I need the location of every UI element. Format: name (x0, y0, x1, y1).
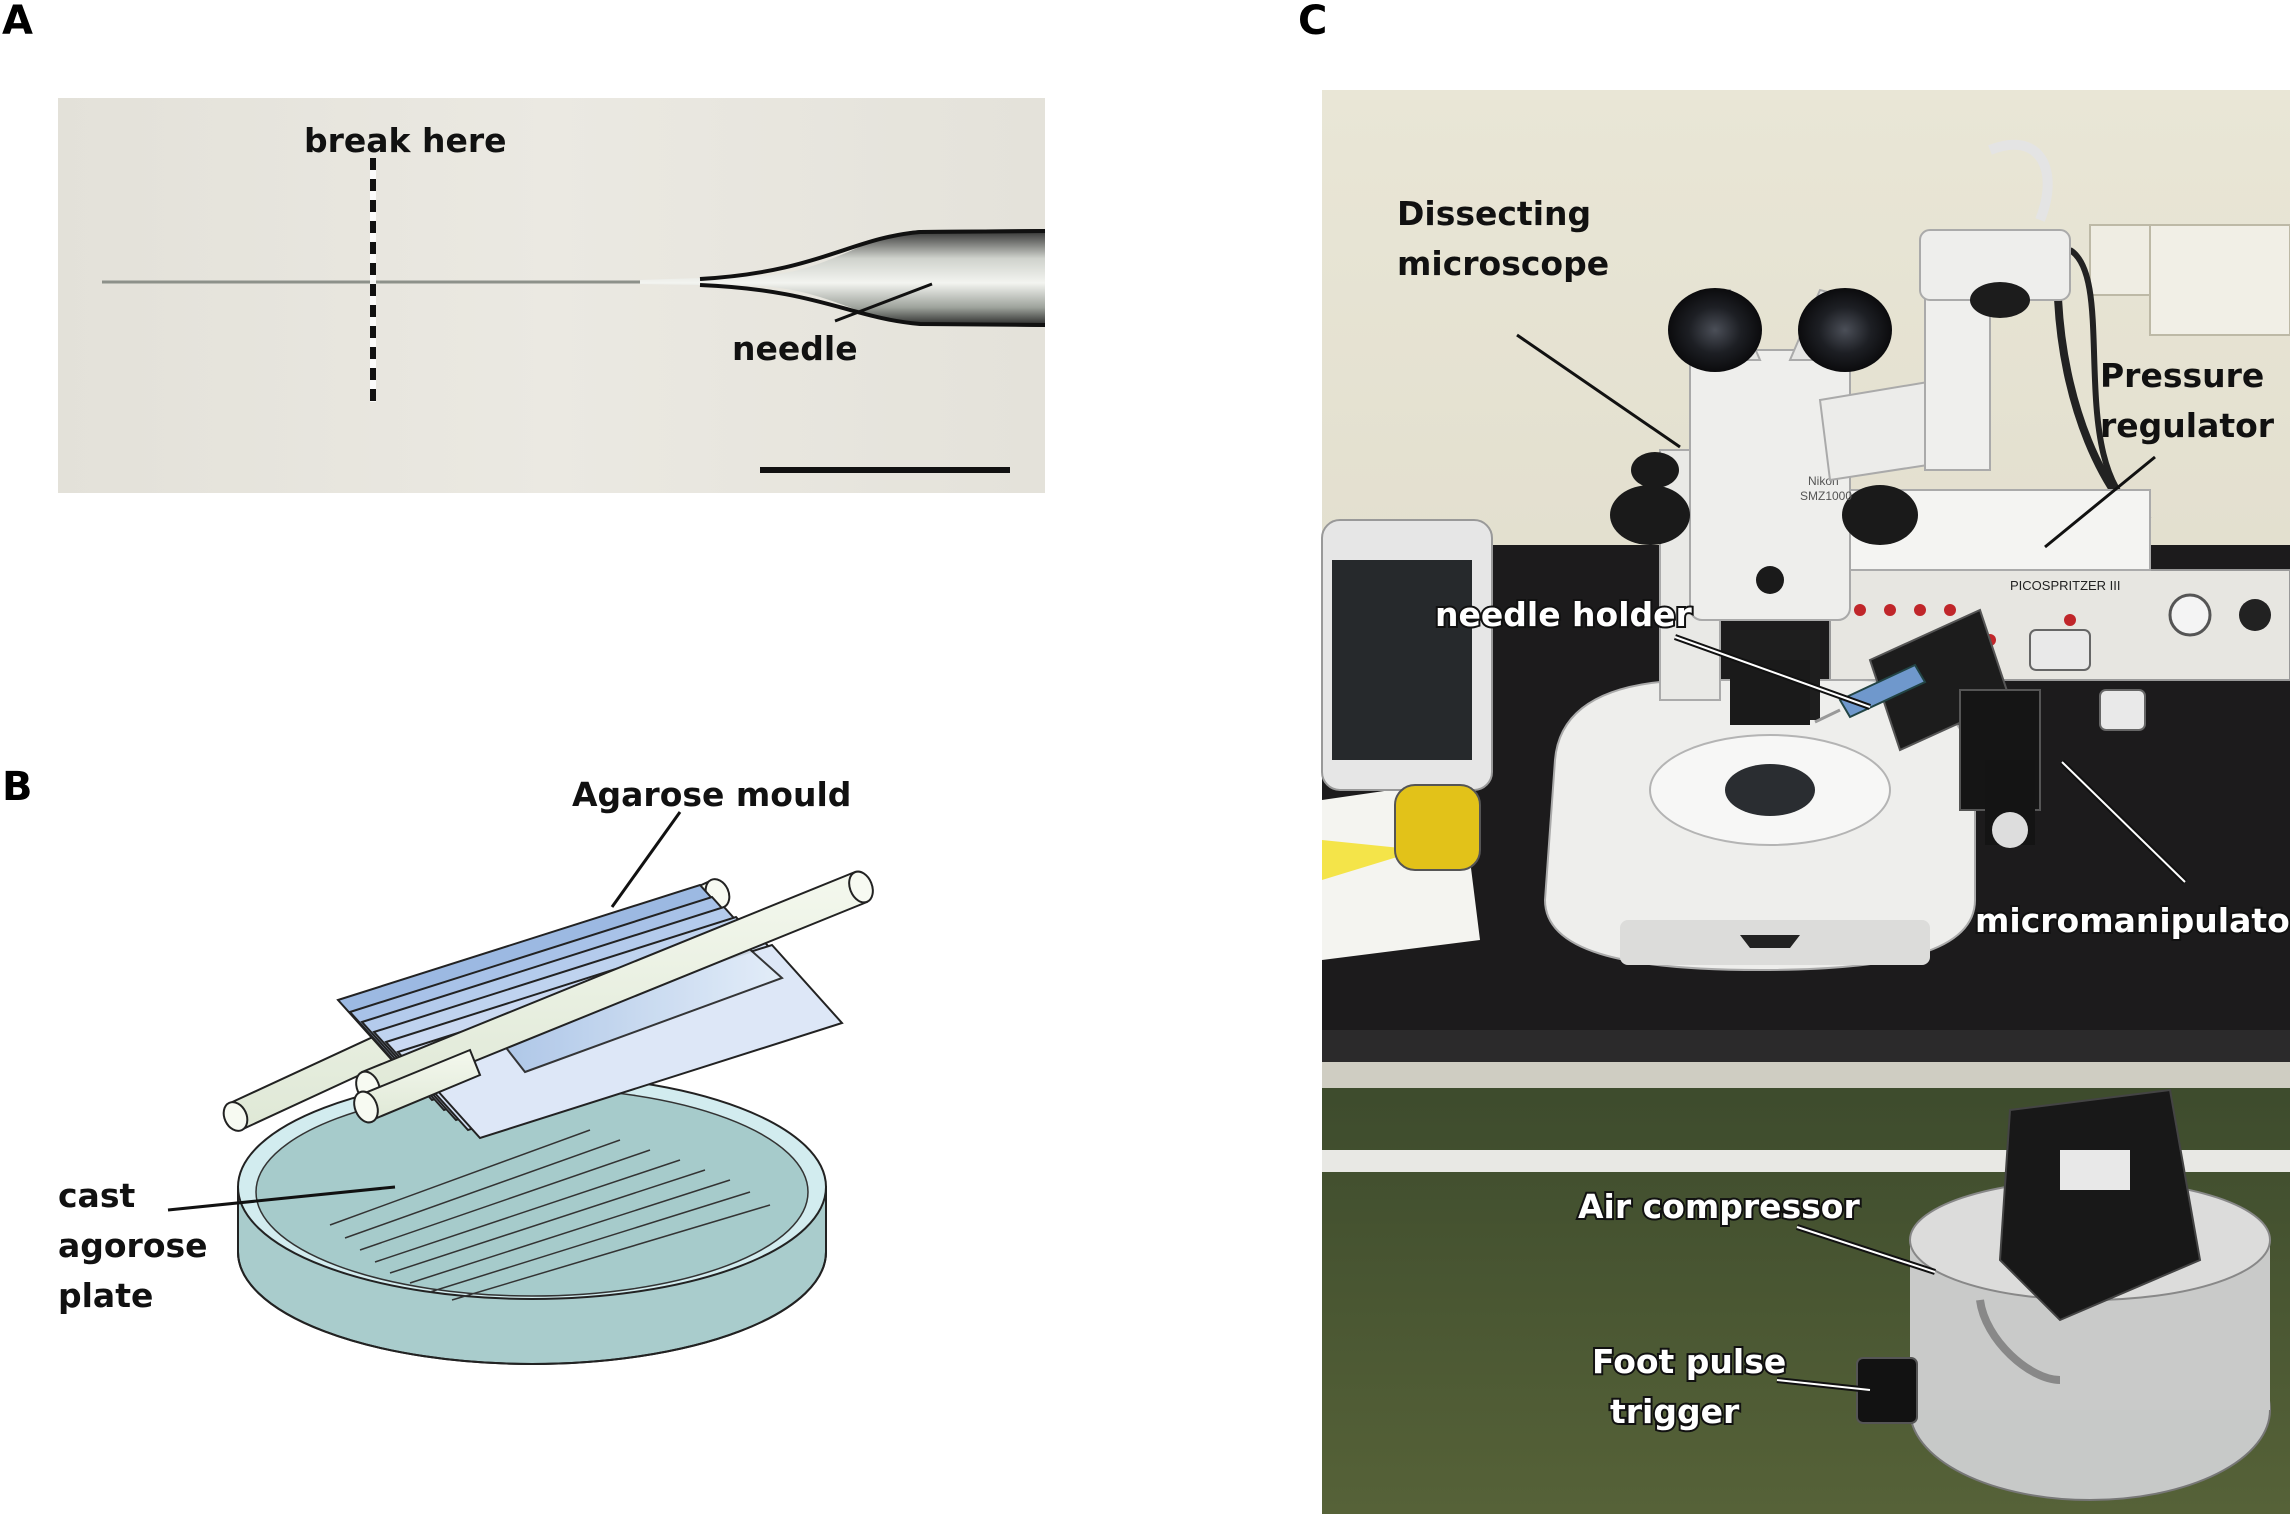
micromanipulator-device (1868, 608, 2146, 848)
micromanipulator-label: micromanipulator (1975, 901, 2290, 940)
scale-bar (760, 467, 1010, 473)
break-here-label: break here (304, 121, 507, 160)
plate-label-line-3: plate (58, 1276, 153, 1315)
panel-b-letter: B (2, 764, 33, 810)
panel-a-letter: A (2, 0, 33, 44)
needle-label: needle (732, 329, 858, 368)
foot-label-line-2: trigger (1610, 1392, 1740, 1431)
microscope-model-text: SMZ1000 (1800, 489, 1852, 503)
rod-front (353, 870, 874, 1124)
plate-label-line-2: agorose (58, 1226, 208, 1265)
pressure-label-line-1: Pressure (2100, 356, 2264, 395)
picospritzer-text: PICOSPRITZER III (2010, 578, 2121, 593)
microscope-label-line-1: Dissecting (1397, 194, 1591, 233)
petri-dish (237, 1074, 827, 1365)
microscope-pointer-line (1516, 333, 1681, 449)
panel-c: C (1298, 0, 2290, 1514)
panel-b: B (2, 764, 874, 1365)
agarose-mould-label: Agarose mould (572, 775, 851, 814)
plate-label-line-1: cast (58, 1176, 135, 1215)
plate-pointer-line (167, 1185, 396, 1212)
needle-holder-label: needle holder (1435, 595, 1693, 634)
panel-a: A break here needle (2, 0, 1046, 493)
foot-label-line-1: Foot pulse (1592, 1342, 1786, 1381)
pressure-label-line-2: regulator (2100, 406, 2275, 445)
microscope-label-line-2: microscope (1397, 244, 1609, 283)
pressure-pointer-line (2044, 455, 2156, 549)
panel-c-letter: C (1298, 0, 1327, 44)
needle-image (102, 229, 1046, 327)
mould-pointer-line (610, 811, 682, 908)
needle-pointer-line (834, 282, 933, 323)
air-compressor-device (1909, 1088, 2271, 1501)
air-compressor-label: Air compressor (1578, 1187, 1860, 1226)
cast-grooves (329, 1129, 771, 1301)
setup-photo: PICOSPRITZER III Nikon SMZ1000 (1321, 90, 2290, 1514)
